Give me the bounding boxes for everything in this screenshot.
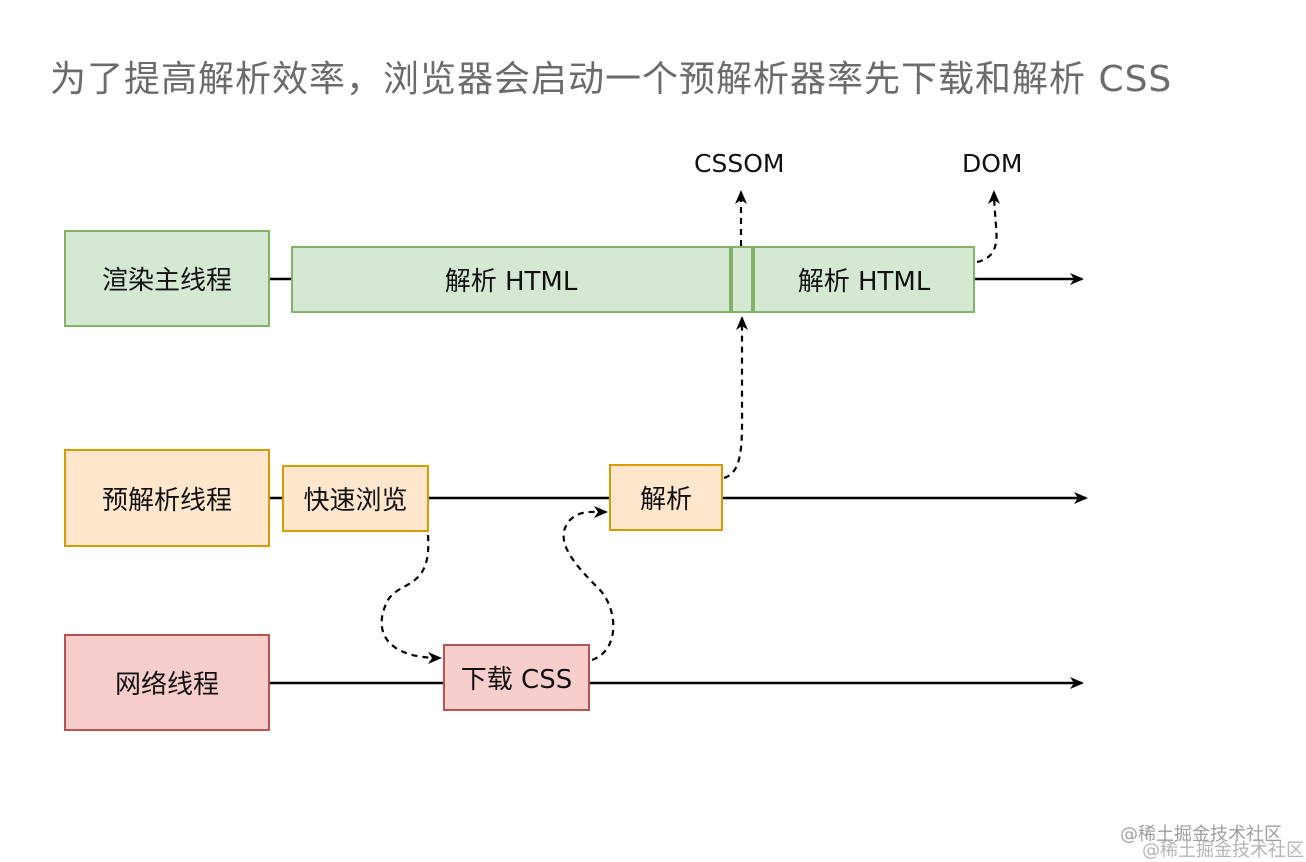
parse-html-task-1-label: 解析 HTML bbox=[444, 267, 578, 297]
quick-scan-task-label: 快速浏览 bbox=[303, 486, 408, 516]
download-css-task: 下载 CSS bbox=[443, 644, 590, 711]
parse-css-task-label: 解析 bbox=[639, 485, 692, 515]
preparse-thread-label: 预解析线程 bbox=[101, 485, 232, 516]
parse-html-task-2: 解析 HTML bbox=[753, 246, 975, 313]
render-main-thread-label: 渲染主线程 bbox=[101, 266, 232, 296]
watermark-shadow: @稀土掘金技术社区 bbox=[1142, 840, 1304, 861]
parse-css-task: 解析 bbox=[609, 464, 723, 531]
cssom-apply-task bbox=[731, 246, 753, 313]
network-thread-label: 网络线程 bbox=[114, 670, 219, 700]
watermark: @稀土掘金技术社区 bbox=[1120, 824, 1282, 845]
render-to-dom-arrow bbox=[976, 190, 1001, 264]
quick-scan-task: 快速浏览 bbox=[282, 465, 429, 532]
preparse-thread-box: 预解析线程 bbox=[64, 449, 270, 547]
download-to-parse-arrow bbox=[562, 505, 615, 662]
dom-output-label: DOM bbox=[962, 149, 1023, 178]
quick-scan-to-download-arrow bbox=[380, 534, 442, 664]
cssom-output-label: CSSOM bbox=[694, 149, 785, 178]
parse-html-task-1: 解析 HTML bbox=[291, 246, 731, 313]
render-main-thread-box: 渲染主线程 bbox=[64, 230, 270, 327]
download-css-task-label: 下载 CSS bbox=[460, 665, 573, 695]
network-thread-box: 网络线程 bbox=[64, 634, 270, 731]
parse-html-task-2-label: 解析 HTML bbox=[797, 267, 931, 297]
page-title: 为了提高解析效率，浏览器会启动一个预解析器率先下载和解析 CSS bbox=[50, 59, 1173, 100]
parse-to-render-arrow bbox=[723, 316, 748, 480]
